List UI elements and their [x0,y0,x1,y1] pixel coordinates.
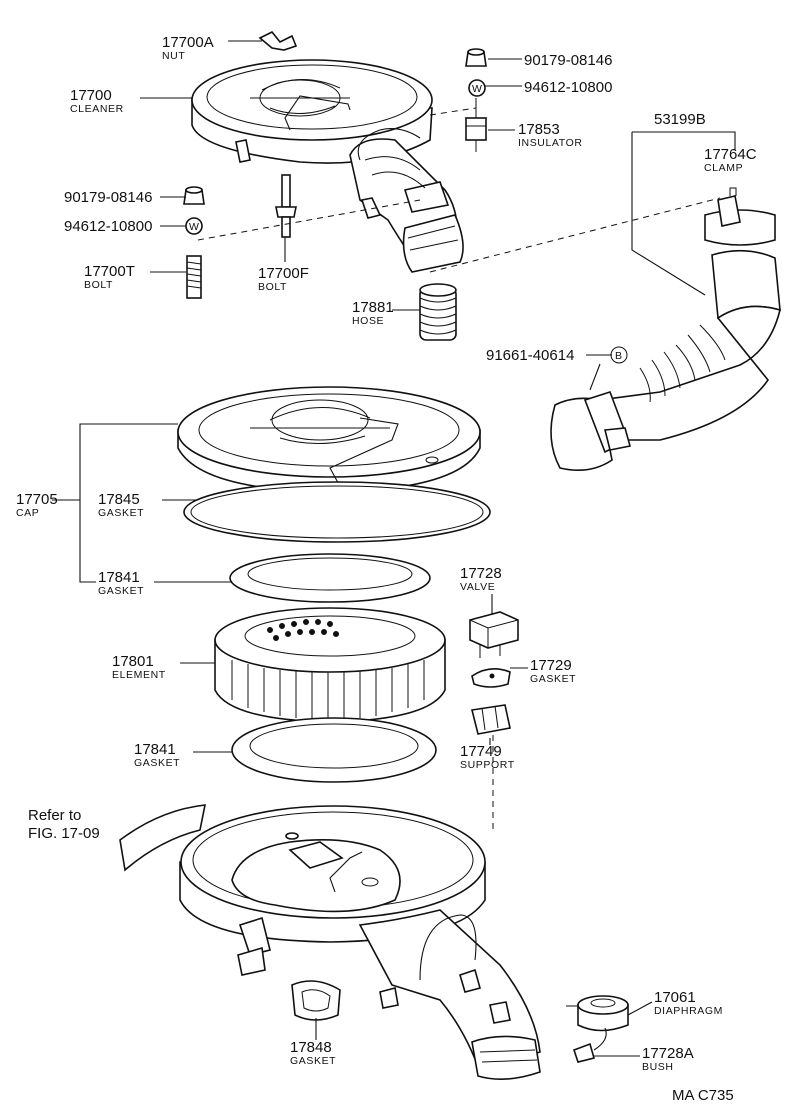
label-17845: 17845 GASKET [98,491,144,519]
svg-text:GASKET: GASKET [98,585,144,597]
svg-text:GASKET: GASKET [530,673,576,685]
svg-text:17729: 17729 [530,657,572,674]
label-90179-left: 90179-08146 [64,189,152,206]
label-17841-upper: 17841 GASKET [98,569,144,597]
svg-text:17845: 17845 [98,491,140,508]
label-17728A: 17728A BUSH [642,1045,694,1073]
cap-gasket-drawing [183,481,491,543]
svg-text:17728: 17728 [460,565,502,582]
stud-bolt-drawing [275,174,297,238]
label-17881: 17881 HOSE [352,299,394,327]
svg-text:FIG. 17-09: FIG. 17-09 [28,825,100,842]
svg-text:BUSH: BUSH [642,1061,674,1073]
svg-text:DIAPHRAGM: DIAPHRAGM [654,1005,723,1017]
svg-text:CAP: CAP [16,507,39,519]
label-17764C: 17764C CLAMP [704,146,757,174]
svg-text:GASKET: GASKET [134,757,180,769]
label-17801: 17801 ELEMENT [112,653,166,681]
svg-text:17728A: 17728A [642,1045,694,1062]
svg-text:53199B: 53199B [654,111,706,128]
label-17841-lower: 17841 GASKET [134,741,180,769]
support-bracket-drawing [471,704,511,735]
hose-drawing [419,283,457,341]
svg-text:17749: 17749 [460,743,502,760]
svg-text:BOLT: BOLT [84,279,113,291]
cleaner-assembly-drawing [191,59,464,273]
svg-text:90179-08146: 90179-08146 [64,189,152,206]
washer-marker-upper: W [472,83,483,95]
wing-nut-drawing [258,30,298,51]
svg-text:W: W [472,83,483,95]
label-17848: 17848 GASKET [290,1039,336,1067]
svg-text:17700: 17700 [70,87,112,104]
svg-text:CLAMP: CLAMP [704,162,743,174]
svg-text:GASKET: GASKET [98,507,144,519]
svg-text:NUT: NUT [162,50,185,62]
svg-text:17700F: 17700F [258,265,309,282]
label-53199B: 53199B [654,111,706,128]
svg-text:17848: 17848 [290,1039,332,1056]
label-91661: 91661-40614 B [486,346,628,364]
label-17700: 17700 CLEANER [70,87,124,115]
svg-text:W: W [189,221,200,233]
svg-text:94612-10800: 94612-10800 [64,218,152,235]
svg-text:INSULATOR: INSULATOR [518,137,583,149]
gasket-upper-drawing [229,553,431,603]
label-94612-left: 94612-10800 [64,218,152,235]
svg-text:MA C735: MA C735 [672,1087,734,1104]
label-17728: 17728 VALVE [460,565,502,593]
small-gasket-drawing [291,980,341,1021]
svg-text:17061: 17061 [654,989,696,1006]
svg-text:B: B [615,350,623,362]
svg-text:17801: 17801 [112,653,154,670]
bush-drawing [572,1027,607,1063]
svg-text:VALVE: VALVE [460,581,495,593]
filter-element-drawing [214,607,446,723]
refer-note: Refer to FIG. 17-09 [28,807,100,842]
intake-duct-drawing [550,187,781,471]
svg-text:91661-40614: 91661-40614 [486,347,574,364]
valve-drawing [469,611,519,658]
svg-text:94612-10800: 94612-10800 [524,79,612,96]
svg-text:17764C: 17764C [704,146,757,163]
nut-washer-bolt-left [183,186,205,299]
label-17853: 17853 INSULATOR [518,121,583,149]
washer-marker-left: W [189,221,200,233]
svg-text:17881: 17881 [352,299,394,316]
svg-text:BOLT: BOLT [258,281,287,293]
label-17700F: 17700F BOLT [258,265,309,293]
insulator-drawing [465,98,487,152]
svg-text:SUPPORT: SUPPORT [460,759,515,771]
gasket-lower-drawing [231,717,437,783]
label-17749: 17749 SUPPORT [460,743,515,771]
svg-text:Refer to: Refer to [28,807,81,824]
svg-text:CLEANER: CLEANER [70,103,124,115]
nut-and-washer-upper [465,48,487,97]
label-17061: 17061 DIAPHRAGM [654,989,723,1017]
label-17700T: 17700T BOLT [84,263,135,291]
svg-text:ELEMENT: ELEMENT [112,669,166,681]
svg-text:17841: 17841 [134,741,176,758]
valve-gasket-drawing [471,668,511,688]
label-17705: 17705 CAP [16,491,58,519]
cap-drawing [177,386,481,493]
label-94612-upper: 94612-10800 [524,79,612,96]
diaphragm-drawing [566,995,629,1032]
svg-text:GASKET: GASKET [290,1055,336,1067]
svg-text:90179-08146: 90179-08146 [524,52,612,69]
svg-text:17700A: 17700A [162,34,214,51]
figure-code: MA C735 [672,1087,734,1104]
label-17729: 17729 GASKET [530,657,576,685]
leader-lines [52,40,736,1057]
svg-text:17705: 17705 [16,491,58,508]
svg-text:17853: 17853 [518,121,560,138]
base-housing-drawing [119,804,541,1080]
label-90179-upper: 90179-08146 [524,52,612,69]
label-17700A: 17700A NUT [162,34,214,62]
svg-text:17841: 17841 [98,569,140,586]
svg-text:HOSE: HOSE [352,315,384,327]
svg-text:17700T: 17700T [84,263,135,280]
